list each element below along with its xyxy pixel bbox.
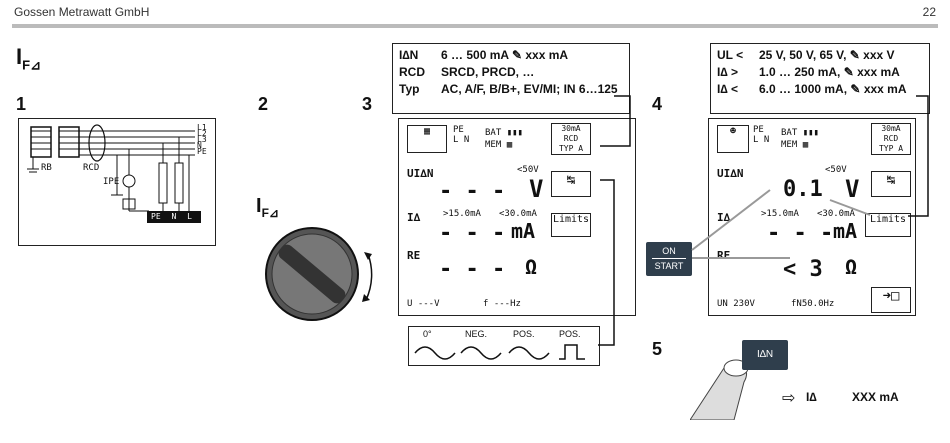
trip-current-unit: mA <box>511 219 536 243</box>
earth-resistance-value: < 3 <box>783 257 823 282</box>
label-trip-current: I∆ <box>717 211 731 224</box>
wave-pos-label: POS. <box>513 329 535 339</box>
label-touch-voltage: UI∆N <box>717 167 744 180</box>
memory-icon: ▦ <box>506 140 513 150</box>
step-5: 5 <box>652 339 663 359</box>
battery-icon: ▮▮▮ <box>506 128 523 138</box>
earth-resistance-value: - - - <box>439 257 506 282</box>
trip-current-unit: mA <box>833 219 858 243</box>
rotary-label: IF⊿ <box>256 195 279 220</box>
limits-button[interactable]: Limits <box>865 213 911 237</box>
header-rule <box>12 24 938 28</box>
edit-icon: ✎ <box>843 65 854 79</box>
edit-icon: ✎ <box>849 48 860 62</box>
rotary-switch[interactable] <box>258 222 388 327</box>
info-box-limits: UL <25 V, 50 V, 65 V, ✎ xxx V I∆ >1.0 … … <box>710 43 930 114</box>
person-icon[interactable]: ☻ <box>717 125 749 153</box>
result-label: I∆ <box>806 390 817 404</box>
touch-voltage-unit: V <box>529 175 544 203</box>
touch-voltage-unit: V <box>845 175 860 203</box>
step-3: 3 <box>362 94 373 114</box>
touch-voltage-value: 0.1 <box>783 177 823 202</box>
memory-icon: ▦ <box>802 140 809 150</box>
edit-icon: ✎ <box>850 82 861 96</box>
trip-current-upper-limit: <30.0mA <box>499 209 537 219</box>
battery-icon: ▮▮▮ <box>802 128 819 138</box>
label-earth-resistance: RE <box>407 249 421 262</box>
company-name: Gossen Metrawatt GmbH <box>14 5 150 19</box>
idn-key[interactable]: I∆N <box>742 340 788 370</box>
trip-current-lower-limit: >15.0mA <box>761 209 799 219</box>
label-touch-voltage: UI∆N <box>407 167 434 180</box>
on-start-key[interactable]: ON START <box>646 242 692 276</box>
label-earth-resistance: RE <box>717 249 731 262</box>
voltage-readout: U ---V <box>407 299 440 309</box>
line-label-n: N <box>197 141 202 150</box>
step-4: 4 <box>652 94 663 114</box>
result-arrow-icon: ⇨ <box>782 390 796 407</box>
trip-current-lower-limit: >15.0mA <box>443 209 481 219</box>
trip-current-value: - - - <box>439 221 506 246</box>
rcd-label: RCD <box>83 163 100 173</box>
waveform-selector: 0° NEG. POS. POS. <box>408 326 600 366</box>
nominal-frequency-readout: fN50.0Hz <box>791 299 835 309</box>
wave-pos-pulse-label: POS. <box>559 329 581 339</box>
edit-icon: ✎ <box>511 48 522 62</box>
status-bat-mem: BAT ▮▮▮ MEM ▦ <box>781 128 819 150</box>
trip-current-upper-limit: <30.0mA <box>817 209 855 219</box>
waveform-button[interactable]: ↹ <box>551 171 591 197</box>
wave-0deg-label: 0° <box>423 329 432 339</box>
touch-voltage-limit: <50V <box>517 165 539 175</box>
touch-voltage-value: - - - <box>439 179 506 204</box>
line-label-l3: L3 <box>197 135 207 144</box>
wave-neg-label: NEG. <box>465 329 488 339</box>
waveform-button[interactable]: ↹ <box>871 171 911 197</box>
step-2: 2 <box>258 94 269 114</box>
line-label-l1: L1 <box>197 123 207 132</box>
trip-current-value: - - - <box>767 221 834 246</box>
earth-resistance-unit: Ω <box>845 255 858 279</box>
touch-voltage-limit: <50V <box>825 165 847 175</box>
line-label-l2: L2 <box>197 129 207 138</box>
page-number: 22 <box>922 5 936 19</box>
schematic-icon[interactable]: ▦ <box>407 125 447 153</box>
page-title: IF⊿ <box>16 44 41 73</box>
step-1: 1 <box>16 94 27 114</box>
status-bat-mem: BAT ▮▮▮ MEM ▦ <box>485 128 523 150</box>
ipe-label: IPE <box>103 177 120 187</box>
frequency-readout: f ---Hz <box>483 299 521 309</box>
nominal-voltage-readout: UN 230V <box>717 299 755 309</box>
wiring-schematic: L1 L2 L3 N PE RCD RB IPE PE N L <box>18 118 216 246</box>
result-value: XXX mA <box>852 390 899 404</box>
terminal-rail: PE N L <box>151 212 192 221</box>
earth-resistance-unit: Ω <box>525 255 538 279</box>
limits-button[interactable]: Limits <box>551 213 591 237</box>
save-to-memory-button[interactable]: ➜□ <box>871 287 911 313</box>
line-label-pe: PE <box>197 147 207 156</box>
label-trip-current: I∆ <box>407 211 421 224</box>
rb-label: RB <box>41 163 52 173</box>
